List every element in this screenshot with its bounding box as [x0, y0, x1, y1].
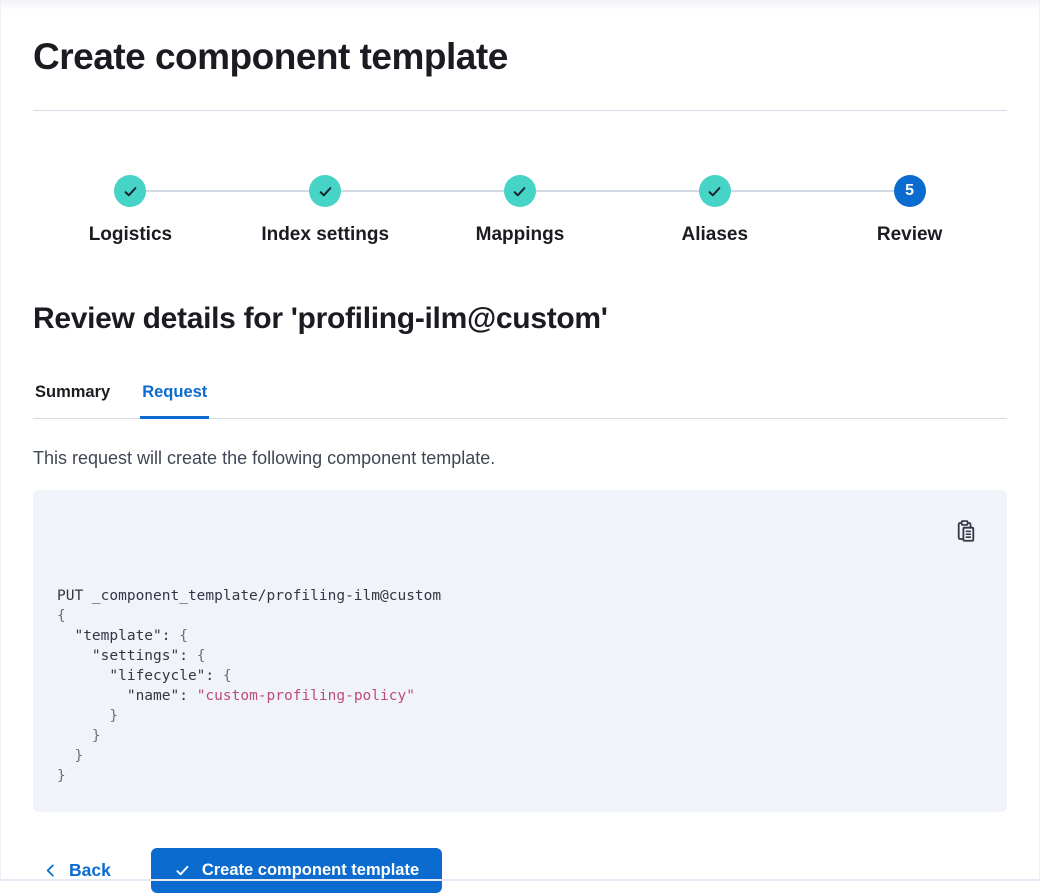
stepper-step-index-settings[interactable]: Index settings	[228, 175, 423, 247]
stepper-step-aliases[interactable]: Aliases	[617, 175, 812, 247]
code-lines: PUT _component_template/profiling-ilm@cu…	[57, 526, 917, 786]
step-label: Aliases	[681, 224, 749, 245]
step-label: Index settings	[261, 224, 390, 245]
stepper-step-mappings[interactable]: Mappings	[423, 175, 618, 247]
create-button-label: Create component template	[201, 861, 420, 879]
step-label: Review	[876, 224, 943, 245]
step-label: Logistics	[88, 224, 173, 245]
tab-request[interactable]: Request	[140, 383, 210, 419]
code-line: "settings": {	[57, 648, 206, 664]
step-circle-complete	[309, 175, 342, 207]
stepper-step-logistics[interactable]: Logistics	[33, 175, 228, 247]
header-divider	[33, 110, 1007, 111]
step-circle-complete	[503, 175, 536, 207]
code-line: }	[57, 748, 84, 764]
code-line: "template": {	[57, 628, 188, 644]
code-line: }	[57, 708, 119, 724]
request-code-block: PUT _component_template/profiling-ilm@cu…	[33, 490, 1007, 812]
back-button[interactable]: Back	[43, 860, 111, 881]
step-circle-current: 5	[893, 175, 926, 207]
code-line: }	[57, 768, 66, 784]
step-label: Mappings	[475, 224, 565, 245]
step-circle-complete	[698, 175, 731, 207]
check-icon	[511, 183, 528, 200]
tab-summary[interactable]: Summary	[33, 383, 112, 419]
window-top-edge	[1, 0, 1039, 9]
create-component-template-button[interactable]: Create component template	[150, 848, 443, 893]
window-bottom-edge	[1, 879, 1039, 881]
code-line: }	[57, 728, 101, 744]
check-icon	[317, 183, 334, 200]
chevron-left-icon	[43, 863, 58, 878]
check-icon	[122, 183, 139, 200]
check-icon	[174, 862, 191, 879]
wizard-footer: Back Create component template	[33, 848, 1007, 893]
code-line: "lifecycle": {	[57, 668, 232, 684]
code-line: "name": "custom-profiling-policy"	[57, 688, 415, 704]
page-title: Create component template	[33, 36, 508, 77]
create-component-template-wizard: Create component template Logistics Index…	[1, 35, 1039, 893]
code-line: {	[57, 608, 66, 624]
code-line: PUT _component_template/profiling-ilm@cu…	[57, 588, 442, 604]
step-circle-complete	[114, 175, 147, 207]
back-button-label: Back	[69, 860, 111, 880]
copy-button[interactable]	[954, 519, 978, 543]
step-number: 5	[905, 182, 915, 199]
review-tabs: Summary Request	[33, 383, 1007, 419]
copy-clipboard-icon	[955, 520, 977, 542]
request-description: This request will create the following c…	[33, 448, 496, 468]
check-icon	[706, 183, 723, 200]
review-heading: Review details for 'profiling-ilm@custom…	[33, 302, 608, 335]
